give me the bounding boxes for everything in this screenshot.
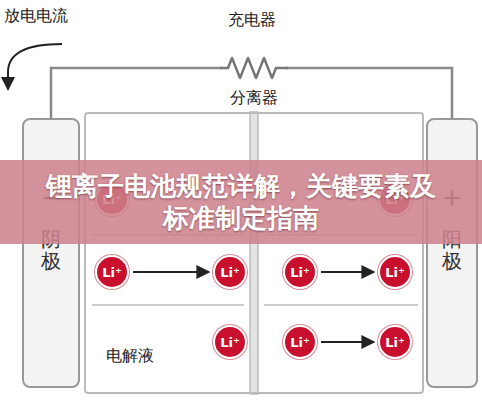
- resistor-symbol: [220, 58, 288, 78]
- charger-label: 充电器: [228, 10, 276, 29]
- row-divider: [264, 304, 418, 306]
- electrode-plate: −阴极: [22, 118, 80, 388]
- ion-label: Li⁺: [220, 266, 240, 279]
- discharge-arrow: [8, 44, 62, 84]
- lithium-ion: Li⁺: [283, 325, 317, 359]
- ion-flow-arrow: [321, 271, 374, 273]
- lithium-ion: Li⁺: [213, 325, 247, 359]
- ion-label: Li⁺: [385, 336, 405, 349]
- ion-label: Li⁺: [290, 336, 310, 349]
- lithium-ion: Li⁺: [213, 255, 247, 289]
- title-banner: 锂离子电池规范详解，关键要素及标准制定指南: [0, 160, 482, 244]
- electrolyte-label: 电解液: [106, 346, 154, 367]
- electrolyte-cell: 电解液Li⁺Li⁺Li⁺Li⁺Li⁺Li⁺Li⁺Li⁺Li⁺: [84, 112, 424, 394]
- separator-membrane: [250, 112, 258, 394]
- lithium-ion: Li⁺: [95, 255, 129, 289]
- lithium-ion: Li⁺: [378, 325, 412, 359]
- electrode-plate: +阳极: [426, 118, 478, 388]
- row-divider: [92, 304, 244, 306]
- lithium-ion: Li⁺: [283, 255, 317, 289]
- ion-flow-arrow: [321, 341, 374, 343]
- ion-flow-arrow: [133, 271, 209, 273]
- ion-label: Li⁺: [290, 266, 310, 279]
- banner-title: 锂离子电池规范详解，关键要素及标准制定指南: [41, 170, 441, 235]
- ion-label: Li⁺: [102, 266, 122, 279]
- current-label: 放电电流: [4, 6, 68, 25]
- separator-label: 分离器: [230, 88, 278, 107]
- ion-label: Li⁺: [385, 266, 405, 279]
- lithium-ion: Li⁺: [378, 255, 412, 289]
- ion-label: Li⁺: [220, 336, 240, 349]
